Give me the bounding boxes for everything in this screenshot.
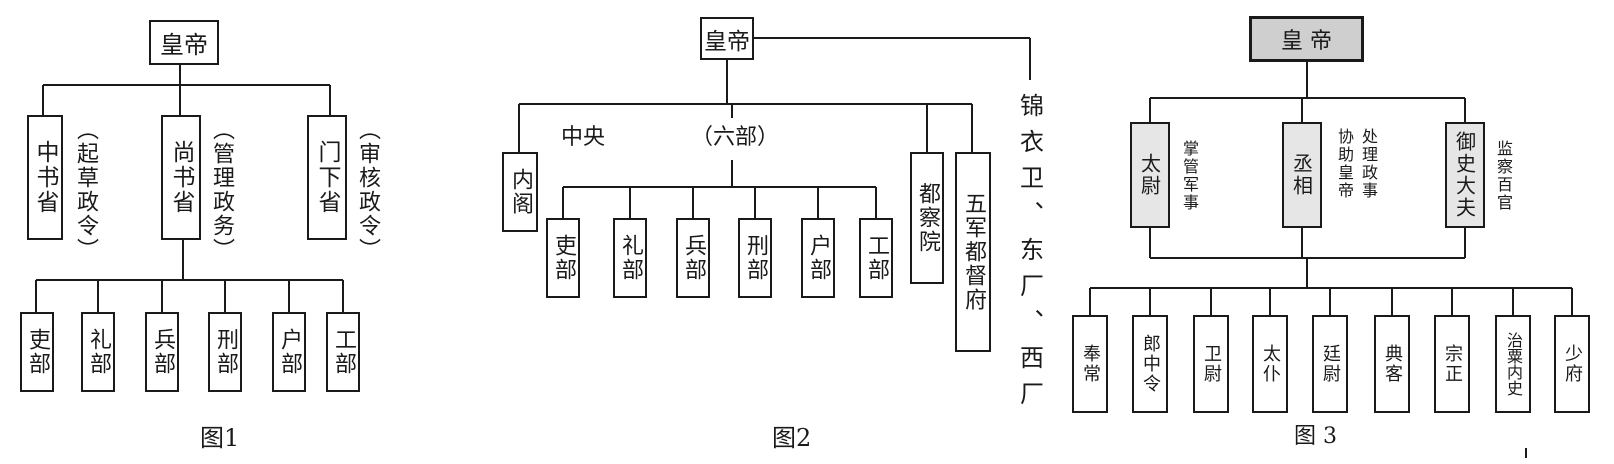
fig2-six-label: （六部） (690, 125, 779, 150)
fig1-connectors (35, 65, 344, 312)
fig1-menxia-role: （审核政令） (355, 117, 380, 262)
fig1-zhongshu-box: 中书省 (27, 115, 63, 240)
fig1-shangshu-box: 尚书省 (161, 115, 201, 240)
fig3-qing-dianke: 典客 (1374, 315, 1410, 413)
fig1-emperor-label: 皇帝 (160, 31, 208, 59)
fig1-zhongshu-role: （起草政令） (73, 117, 98, 262)
fig1-menxia-label: 门下省 (314, 140, 340, 215)
fig3-taiwei-label: 太尉 (1137, 153, 1162, 197)
fig3-emperor-label: 皇 帝 (1281, 29, 1332, 54)
fig1-ministry-xing: 刑部 (208, 312, 242, 392)
fig2-neige-label: 内阁 (508, 168, 533, 216)
fig1-ministry-bing: 兵部 (145, 312, 179, 392)
fig3-yushi-box: 御史大夫 (1445, 122, 1485, 228)
fig2-duchayuan-label: 都察院 (915, 182, 940, 254)
fig2-connectors (518, 37, 1031, 218)
fig2-ministry-li: 吏部 (546, 218, 580, 298)
fig3-taiwei-box: 太尉 (1130, 122, 1170, 228)
fig3-yushi-role: 监察百官 (1494, 139, 1513, 212)
fig2-ministry-lib: 礼部 (613, 218, 647, 298)
fig2-wujun-box: 五军都督府 (955, 152, 991, 352)
fig3-qing-taipu: 太仆 (1252, 315, 1288, 413)
fig2-ministry-xing: 刑部 (738, 218, 772, 298)
fig2-secret-police-label: 锦衣卫、东厂、西厂 (1015, 92, 1044, 417)
fig3-qing-langzhongling: 郎中令 (1132, 315, 1168, 413)
fig3-qing-shaofu: 少府 (1554, 315, 1590, 413)
fig2-duchayuan-box: 都察院 (910, 152, 944, 284)
fig2-neige-box: 内阁 (502, 152, 538, 232)
fig3-qing-fengchang: 奉常 (1072, 315, 1108, 413)
fig3-chengxiang-label: 丞相 (1289, 153, 1314, 197)
fig2-ministry-gong: 工部 (859, 218, 893, 298)
fig3-connectors (1089, 62, 1573, 315)
fig3-qing-tingwei: 廷尉 (1312, 315, 1348, 413)
fig1-shangshu-role: （管理政务） (209, 117, 234, 262)
fig1-shangshu-label: 尚书省 (168, 140, 194, 215)
fig1-ministry-li: 吏部 (20, 312, 54, 392)
fig3-chengxiang-box: 丞相 (1282, 122, 1322, 228)
fig2-wujun-label: 五军都督府 (961, 192, 986, 312)
fig3-qing-weiwei: 卫尉 (1193, 315, 1229, 413)
fig2-caption: 图2 (772, 424, 812, 452)
fig2-emperor-label: 皇帝 (704, 28, 750, 55)
fig3-caption: 图 3 (1294, 424, 1337, 449)
fig3-chengxiang-role: 处理政事 协助皇帝 (1335, 128, 1378, 200)
fig2-ministry-hu: 户部 (801, 218, 835, 298)
fig3-qing-zongzheng: 宗正 (1434, 315, 1470, 413)
fig1-zhongshu-label: 中书省 (32, 140, 58, 215)
fig1-emperor-box: 皇帝 (149, 20, 219, 65)
fig2-emperor-box: 皇帝 (700, 17, 754, 60)
fig2-central-label: 中央 (560, 125, 605, 150)
fig2-ministry-bing: 兵部 (676, 218, 710, 298)
fig1-ministry-lib: 礼部 (81, 312, 115, 392)
fig1-ministry-hu: 户部 (272, 312, 306, 392)
fig3-taiwei-role: 掌管军事 (1180, 139, 1199, 212)
fig1-ministry-gong: 工部 (326, 312, 360, 392)
fig3-yushi-label: 御史大夫 (1452, 131, 1477, 219)
fig3-emperor-box: 皇 帝 (1249, 16, 1364, 62)
fig1-menxia-box: 门下省 (307, 115, 347, 240)
fig1-caption: 图1 (200, 424, 240, 452)
fig3-qing-zhisuneishi: 治粟内史 (1495, 315, 1531, 413)
